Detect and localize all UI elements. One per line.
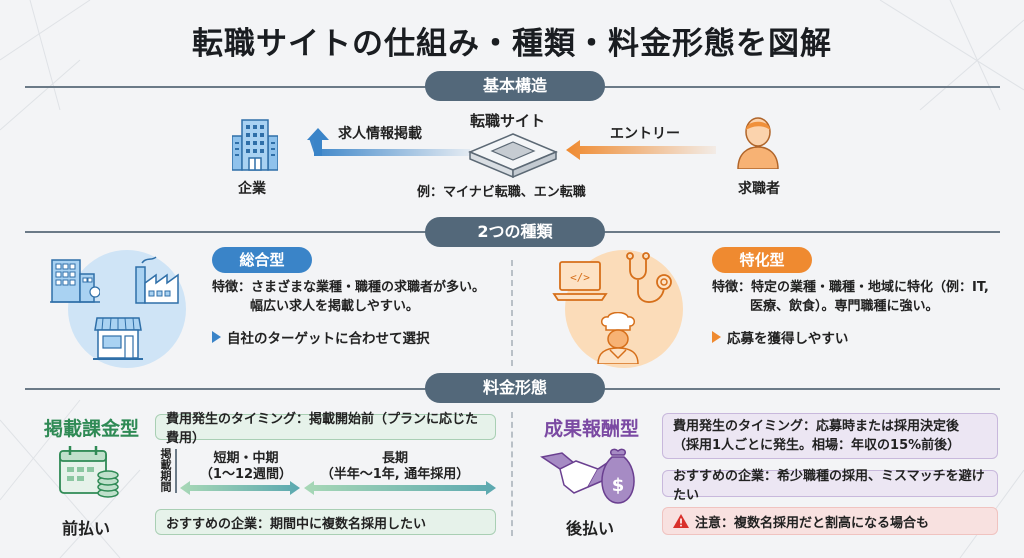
section-header-basic: 基本構造 xyxy=(425,71,605,101)
success-type-name: 成果報酬型 xyxy=(544,418,640,440)
section-divider xyxy=(25,86,435,88)
section-divider xyxy=(600,231,1000,233)
section-divider xyxy=(25,388,435,390)
specialized-type-badge: 特化型 xyxy=(712,247,812,273)
posting-arrow-icon xyxy=(307,128,470,156)
success-timing-line2: （採用1人ごとに発生。相場：年収の15%前後） xyxy=(673,438,961,453)
listing-timing-box: 費用発生のタイミング：掲載開始前（プランに応じた費用） xyxy=(155,412,496,446)
site-label: 転職サイト xyxy=(470,112,546,130)
general-feature-line2: 幅広い求人を掲載しやすい。 xyxy=(250,299,419,314)
section-header-types: 2つの種類 xyxy=(425,217,605,247)
triangle-bullet-icon xyxy=(712,331,721,343)
triangle-bullet-icon xyxy=(212,331,221,343)
svg-text:</>: </> xyxy=(570,271,590,284)
listing-period-label: 掲載期間 xyxy=(159,448,172,492)
success-timing-line1: 費用発生のタイミング：応募時または採用決定後 xyxy=(673,419,960,434)
success-payment-label: 後払い xyxy=(566,519,615,538)
specialized-bullet: 応募を獲得しやすい xyxy=(712,327,848,347)
column-divider xyxy=(511,260,513,366)
short-period-title: 短期・中期 xyxy=(213,451,279,466)
specialized-feature-line1: 特徴：特定の業種・職種・地域に特化（例：IT, xyxy=(712,280,989,295)
laptop-code-icon: </> xyxy=(552,261,608,301)
stethoscope-icon xyxy=(626,252,672,303)
entry-arrow-icon xyxy=(566,140,716,160)
posting-label: 求人情報掲載 xyxy=(338,126,422,142)
period-divider xyxy=(175,449,177,493)
section-divider xyxy=(25,231,435,233)
entry-label: エントリー xyxy=(610,126,680,142)
success-warning-text: 注意：複数名採用だと割高になる場合も xyxy=(695,515,930,531)
success-recommended-box: おすすめの企業：希少職種の採用、ミスマッチを避けたい xyxy=(662,469,998,503)
listing-payment-label: 前払い xyxy=(62,519,111,538)
handshake-moneybag-icon: $ xyxy=(540,448,635,504)
factory-icon xyxy=(135,256,179,304)
success-warning-box: 注意：複数名採用だと割高になる場合も xyxy=(662,507,998,535)
page-title: 転職サイトの仕組み・種類・料金形態を図解 xyxy=(192,26,832,62)
platform-icon xyxy=(468,133,558,178)
general-type-badge: 総合型 xyxy=(212,247,312,273)
section-divider xyxy=(600,388,1000,390)
column-divider xyxy=(511,412,513,536)
short-period-range: （1〜12週間） xyxy=(199,467,293,482)
company-label: 企業 xyxy=(238,181,266,197)
listing-type-name: 掲載課金型 xyxy=(44,418,140,440)
long-period-title: 長期 xyxy=(381,451,408,466)
specialized-bullet-text: 応募を獲得しやすい xyxy=(727,331,849,347)
section-divider xyxy=(600,86,1000,88)
section-header-pricing: 料金形態 xyxy=(425,373,605,403)
success-timing-box: 費用発生のタイミング：応募時または採用決定後 （採用1人ごとに発生。相場：年収の… xyxy=(662,413,998,459)
specialized-feature-line2: 医療、飲食）。専門職種に強い。 xyxy=(750,299,939,314)
building-icon xyxy=(232,119,278,171)
site-example: 例：マイナビ転職、エン転職 xyxy=(417,185,586,200)
shop-icon xyxy=(93,317,143,360)
general-bullet-text: 自社のターゲットに合わせて選択 xyxy=(227,331,430,347)
svg-text:$: $ xyxy=(612,475,625,496)
office-building-icon xyxy=(50,259,100,303)
general-feature-line1: 特徴：さまざまな業種・職種の求職者が多い。 xyxy=(212,280,486,295)
long-period-range: （半年〜1年, 通年採用） xyxy=(320,467,470,482)
calendar-coins-icon xyxy=(59,446,119,498)
person-icon xyxy=(737,117,779,169)
general-bullet: 自社のターゲットに合わせて選択 xyxy=(212,327,430,347)
chef-icon xyxy=(597,312,639,364)
seeker-label: 求職者 xyxy=(738,181,780,197)
warning-icon xyxy=(673,514,689,528)
period-arrows-icon xyxy=(180,481,496,495)
listing-recommended-box: おすすめの企業：期間中に複数名採用したい xyxy=(155,509,496,535)
